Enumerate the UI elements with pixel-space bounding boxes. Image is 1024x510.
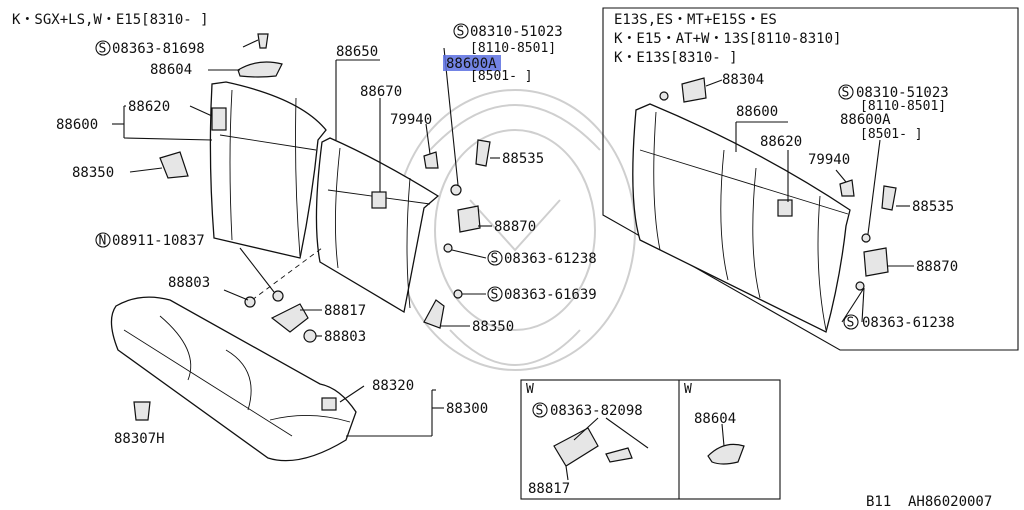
callout-88870-left[interactable]: 88870 xyxy=(494,219,536,235)
right-callout-88620[interactable]: 88620 xyxy=(760,134,802,150)
bracket-88350-left[interactable] xyxy=(159,151,189,179)
right-callout-08310-51023[interactable]: S 08310-51023 xyxy=(838,84,949,101)
callout-88600[interactable]: 88600 xyxy=(56,117,98,133)
range-8501: [8501- ] xyxy=(470,69,533,84)
callout-79940-left[interactable]: 79940 xyxy=(390,112,432,128)
right-callout-88304[interactable]: 88304 xyxy=(722,72,764,88)
s-prefix: S xyxy=(536,404,544,419)
right-condition-2: K・E15・AT+W・13S[8110-8310] xyxy=(614,31,841,47)
clip-88307H[interactable] xyxy=(133,401,151,421)
callout-88307H[interactable]: 88307H xyxy=(114,431,165,447)
part-number: 08363-61238 xyxy=(862,315,955,331)
callout-08363-61639[interactable]: S 08363-61639 xyxy=(487,286,597,303)
right-clip-79940[interactable] xyxy=(839,179,855,197)
callout-88670[interactable]: 88670 xyxy=(360,84,402,100)
seat-back-right[interactable] xyxy=(315,137,440,314)
right-bolt-08363[interactable] xyxy=(855,281,865,291)
callout-08363-61238-left[interactable]: S 08363-61238 xyxy=(487,250,597,267)
leader-lines-right xyxy=(705,79,914,323)
right-callout-88600A[interactable]: 88600A xyxy=(840,112,891,128)
right-condition-3: K・E13S[8310- ] xyxy=(614,50,738,66)
leader-lines-inset xyxy=(565,417,725,481)
callout-08363-81698[interactable]: S 08363-81698 xyxy=(95,40,205,57)
right-latch-88870[interactable] xyxy=(863,247,889,277)
bolt-88803-a[interactable] xyxy=(244,296,256,308)
callout-08911-10837[interactable]: N 08911-10837 xyxy=(95,232,205,249)
inset-callout-88604[interactable]: 88604 xyxy=(694,411,736,427)
callout-88650[interactable]: 88650 xyxy=(336,44,378,60)
n-prefix: N xyxy=(99,234,107,249)
s-prefix: S xyxy=(99,42,107,57)
clip-79940[interactable] xyxy=(423,151,439,169)
right-range-8501: [8501- ] xyxy=(860,127,923,142)
right-seat-back[interactable] xyxy=(632,103,851,333)
seat-cushion[interactable] xyxy=(110,296,357,462)
right-callout-88870[interactable]: 88870 xyxy=(916,259,958,275)
screw-08310[interactable] xyxy=(450,184,462,196)
range-8110-8501: [8110-8501] xyxy=(470,41,556,56)
inset-callout-08363-82098[interactable]: S 08363-82098 xyxy=(532,402,643,419)
bolt-08363-61238[interactable] xyxy=(443,243,453,253)
inset-frame xyxy=(520,379,781,500)
callout-88535-left[interactable]: 88535 xyxy=(502,151,544,167)
watermark-emblem xyxy=(394,89,636,371)
part-number: 08363-82098 xyxy=(550,403,643,419)
part-number: 08310-51023 xyxy=(856,85,949,101)
footer-diagram-id: AH86020007 xyxy=(908,494,992,510)
right-callout-79940[interactable]: 79940 xyxy=(808,152,850,168)
callout-08310-51023[interactable]: S 08310-51023 xyxy=(453,23,563,40)
inset-variant-w-right: W xyxy=(684,382,692,397)
inset-variant-w-left: W xyxy=(526,382,534,397)
bracket-88350-right[interactable] xyxy=(423,299,445,329)
callout-88803-b[interactable]: 88803 xyxy=(324,329,366,345)
bolt-08363-81698[interactable] xyxy=(257,33,269,49)
callout-88350-left[interactable]: 88350 xyxy=(72,165,114,181)
s-prefix: S xyxy=(842,86,850,101)
right-strap-88535[interactable] xyxy=(881,185,897,211)
strap-88535[interactable] xyxy=(475,139,491,167)
hinge-88817[interactable] xyxy=(270,303,309,333)
right-cap-88304[interactable] xyxy=(681,77,707,103)
part-number: 08363-61238 xyxy=(504,251,597,267)
s-prefix: S xyxy=(491,252,499,267)
s-prefix: S xyxy=(457,25,465,40)
callout-88817[interactable]: 88817 xyxy=(324,303,366,319)
nut-08911[interactable] xyxy=(272,290,284,302)
callout-88803-a[interactable]: 88803 xyxy=(168,275,210,291)
inset-hinge-88817[interactable] xyxy=(553,427,633,467)
callout-88300[interactable]: 88300 xyxy=(446,401,488,417)
callout-88620[interactable]: 88620 xyxy=(128,99,170,115)
right-condition-1: E13S,ES・MT+E15S・ES xyxy=(614,12,777,28)
right-screw[interactable] xyxy=(659,91,669,101)
s-prefix: S xyxy=(847,316,855,331)
right-callout-88535[interactable]: 88535 xyxy=(912,199,954,215)
right-range-8110-8501: [8110-8501] xyxy=(860,99,946,114)
callout-88600A-highlighted[interactable]: 88600A xyxy=(443,55,501,72)
footer-page: B11 xyxy=(866,494,891,510)
part-number: 08310-51023 xyxy=(470,24,563,40)
callout-88350-right[interactable]: 88350 xyxy=(472,319,514,335)
seat-back-left[interactable] xyxy=(209,81,327,259)
s-prefix: S xyxy=(491,288,499,303)
left-condition-label: K・SGX+LS,W・E15[8310- ] xyxy=(12,12,209,28)
inset-callout-88817[interactable]: 88817 xyxy=(528,481,570,497)
part-number: 88600A xyxy=(446,56,497,72)
bolt-08363-61639[interactable] xyxy=(453,289,463,299)
right-panel-frame xyxy=(602,7,1019,351)
inset-hook-88604[interactable] xyxy=(707,443,745,465)
right-bolt-08310[interactable] xyxy=(861,233,871,243)
part-number: 08363-61639 xyxy=(504,287,597,303)
part-number: 08911-10837 xyxy=(112,233,205,249)
callout-88604[interactable]: 88604 xyxy=(150,62,192,78)
part-number: 08363-81698 xyxy=(112,41,205,57)
latch-88870[interactable] xyxy=(457,205,481,233)
callout-88320[interactable]: 88320 xyxy=(372,378,414,394)
hook-88604[interactable] xyxy=(237,61,283,78)
bolt-88803-b[interactable] xyxy=(303,329,317,343)
right-callout-88600[interactable]: 88600 xyxy=(736,104,778,120)
dashed-connector xyxy=(251,247,323,301)
right-callout-08363-61238[interactable]: S 08363-61238 xyxy=(843,314,955,331)
